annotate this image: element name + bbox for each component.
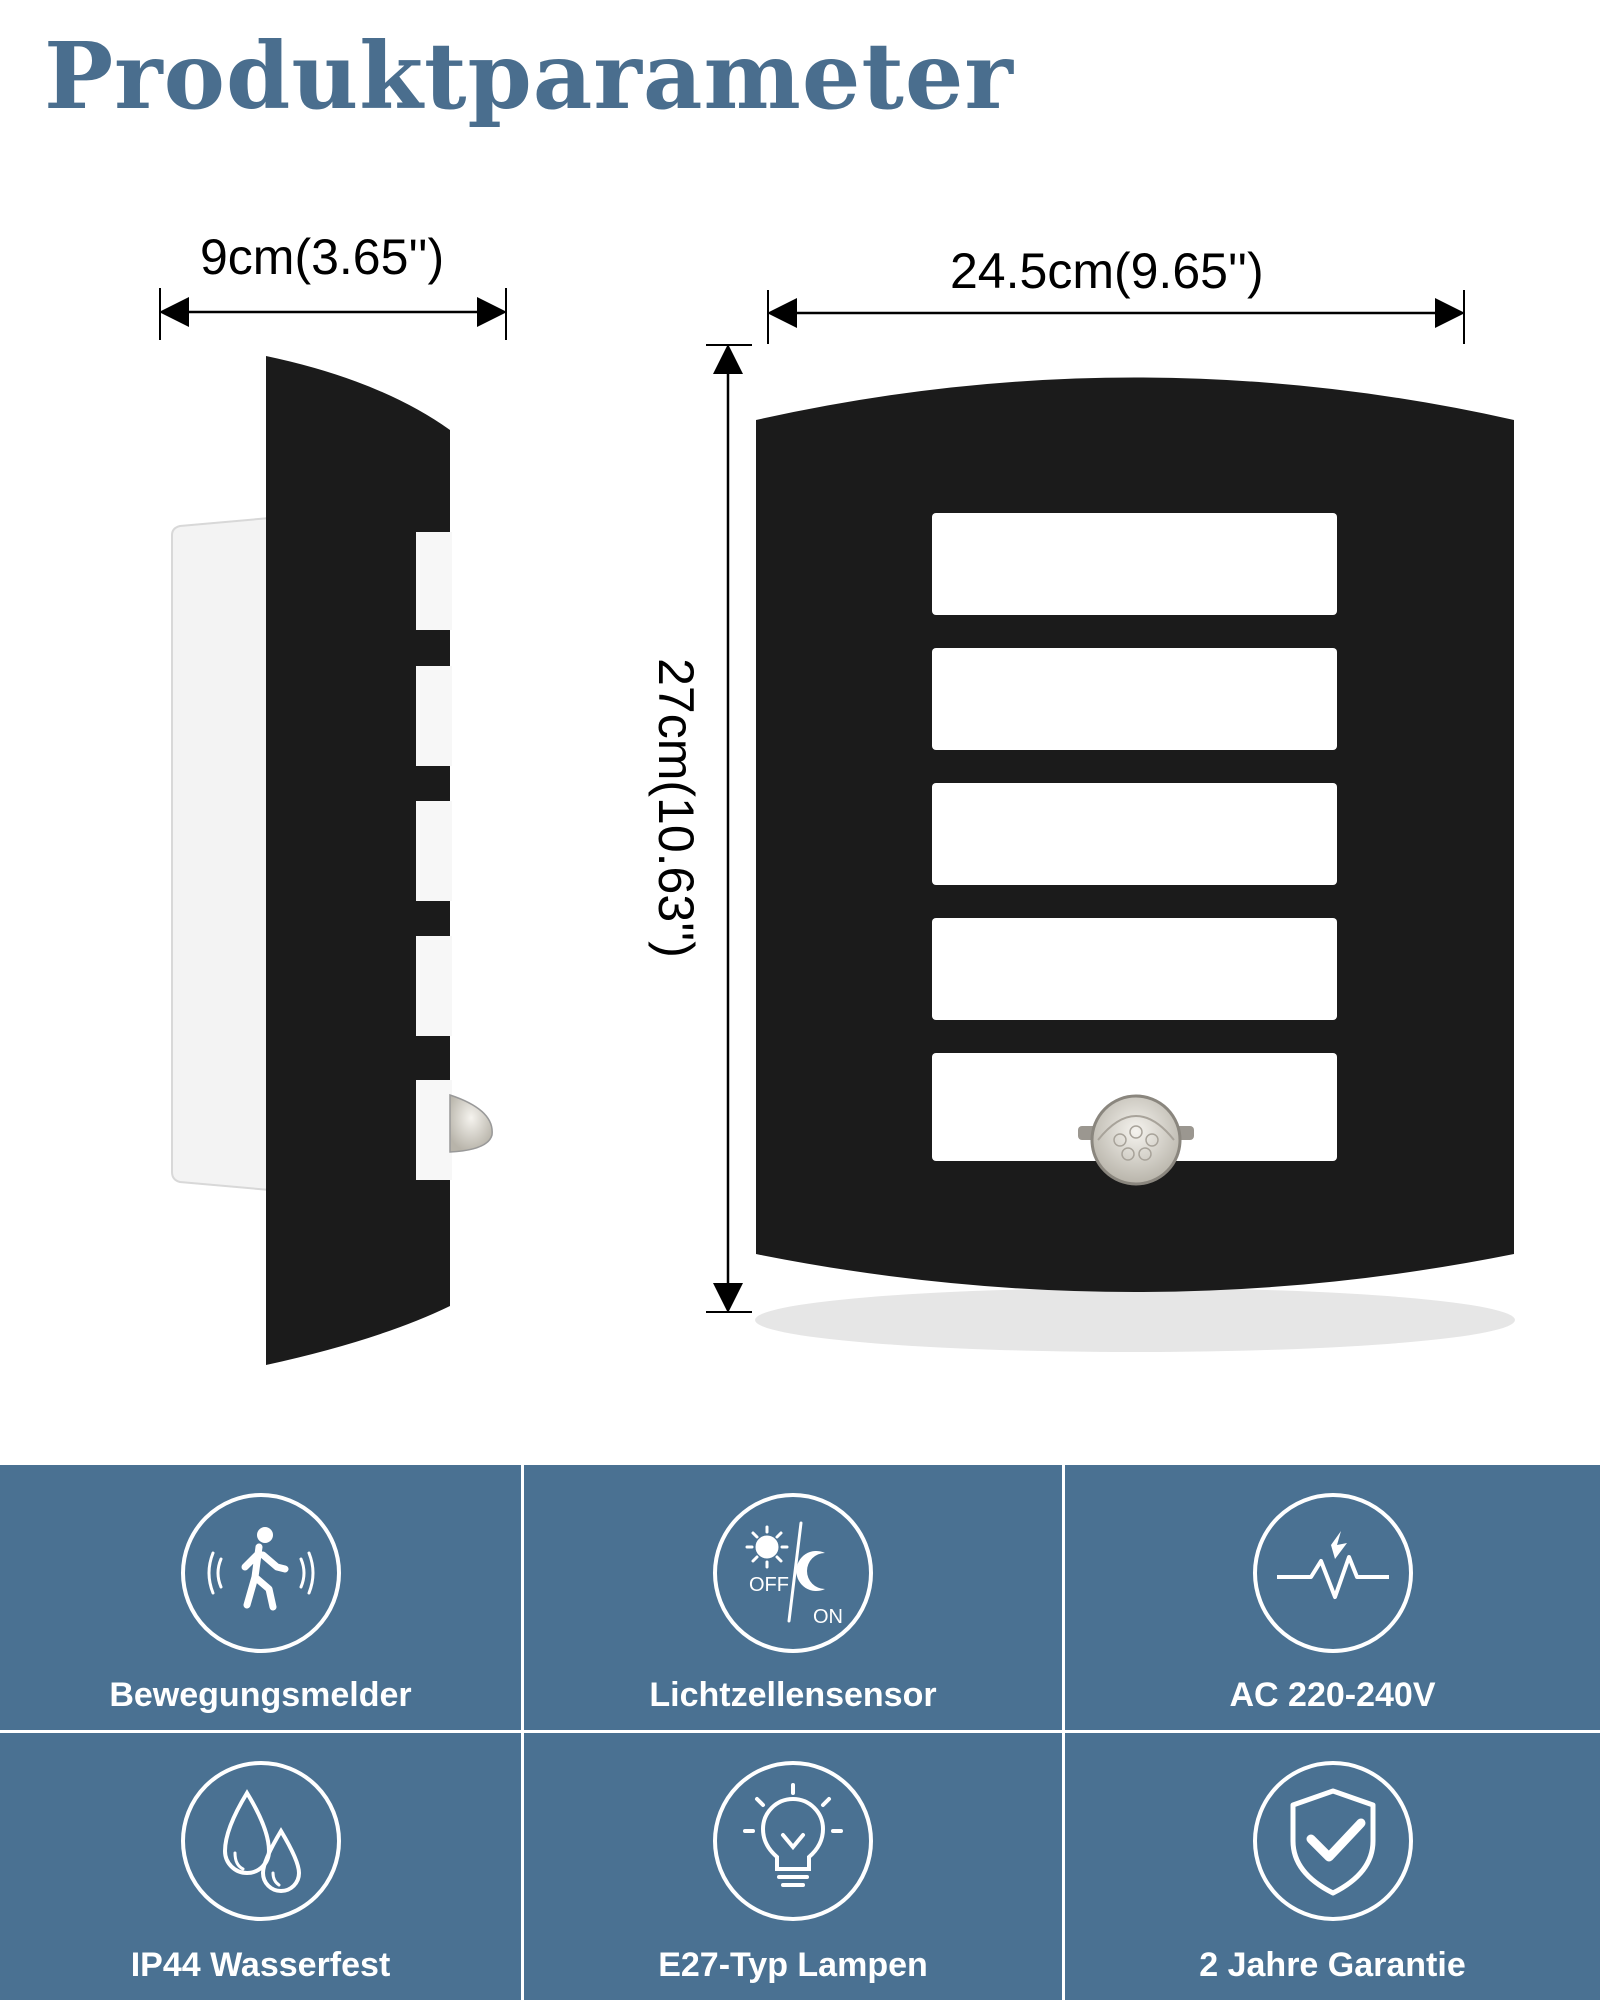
feature-warranty: 2 Jahre Garantie xyxy=(1065,1733,1600,2000)
feature-label: AC 220-240V xyxy=(1229,1676,1436,1714)
feature-label: E27-Typ Lampen xyxy=(658,1946,928,1984)
light-sensor-icon: OFF ON xyxy=(713,1493,873,1653)
width-dimension-label: 9cm(3.65'') xyxy=(200,229,445,285)
height-dimension-label: 27cm(10.63'') xyxy=(648,658,704,958)
off-text: OFF xyxy=(749,1574,789,1596)
feature-label: Bewegungsmelder xyxy=(109,1676,412,1714)
feature-motion-sensor: Bewegungsmelder xyxy=(0,1465,521,1730)
on-text: ON xyxy=(813,1606,843,1628)
lamp-front-view xyxy=(755,377,1515,1352)
voltage-icon xyxy=(1252,1493,1413,1653)
product-drawing xyxy=(159,288,1515,1365)
feature-voltage: AC 220-240V xyxy=(1065,1465,1600,1730)
lamp-side-view xyxy=(171,356,493,1365)
pir-sensor xyxy=(1078,1094,1194,1186)
light-bulb-icon xyxy=(713,1761,873,1921)
water-drops-icon xyxy=(180,1761,341,1921)
height-dimension-line xyxy=(706,344,752,1313)
feature-bulb: E27-Typ Lampen xyxy=(524,1733,1062,2000)
depth-dimension-label: 24.5cm(9.65'') xyxy=(950,243,1264,299)
motion-sensor-icon xyxy=(180,1493,341,1653)
feature-label: 2 Jahre Garantie xyxy=(1199,1946,1466,1984)
shield-check-icon xyxy=(1252,1761,1413,1921)
feature-light-sensor: OFF ON Lichtzellensensor xyxy=(524,1465,1062,1730)
page-title: Produktparameter xyxy=(44,22,1014,130)
feature-grid: Bewegungsmelder OFF ON Lichtzellensensor xyxy=(0,1465,1600,2000)
width-dimension-line xyxy=(159,288,507,340)
feature-waterproof: IP44 Wasserfest xyxy=(0,1733,521,2000)
depth-dimension-line xyxy=(767,290,1465,344)
feature-label: IP44 Wasserfest xyxy=(130,1946,391,1984)
feature-label: Lichtzellensensor xyxy=(649,1676,937,1714)
